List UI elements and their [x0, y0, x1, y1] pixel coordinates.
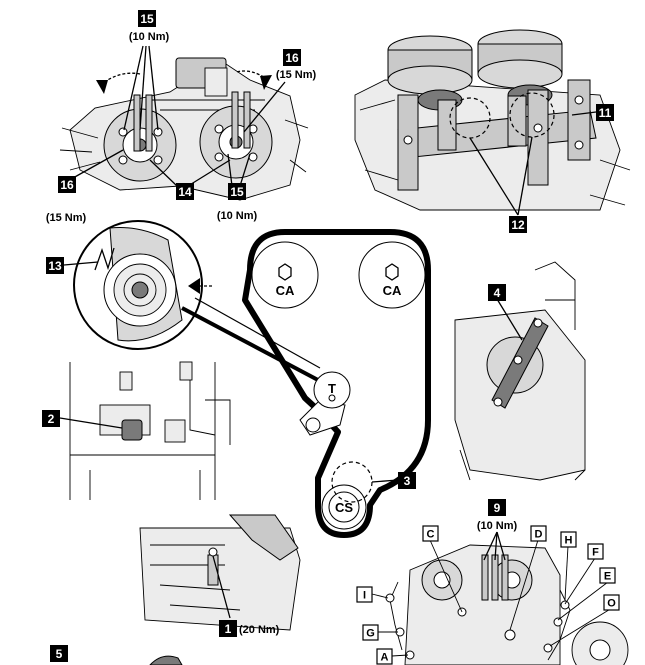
- torque-1: (20 Nm): [239, 624, 280, 636]
- tag-o: O: [607, 598, 616, 610]
- tag-g: G: [366, 628, 375, 640]
- component-1-view: 1 (20 Nm): [139, 514, 301, 637]
- tag-e: E: [604, 571, 611, 583]
- tag-d: D: [535, 529, 543, 541]
- callout-14: 14: [178, 185, 192, 199]
- cam-pulley-left-label: CA: [276, 283, 295, 298]
- component-9-view: 9 (10 Nm) C D H F E O I G A: [356, 499, 629, 665]
- callout-3: 3: [404, 474, 411, 488]
- component-5-view: 5: [50, 645, 183, 665]
- component-2-view: 2: [42, 361, 231, 500]
- callout-16-right: 16: [285, 51, 299, 65]
- callout-12: 12: [511, 218, 525, 232]
- tag-f: F: [592, 547, 599, 559]
- callout-1: 1: [225, 622, 232, 636]
- callout-16-left: 16: [60, 178, 74, 192]
- tag-a: A: [381, 652, 389, 664]
- belt-routing: CA CA T CS 3: [242, 229, 431, 538]
- cam-pulley-right-label: CA: [383, 283, 402, 298]
- tensioner-detail-magnifier: 13: [46, 220, 321, 382]
- torque-9: (10 Nm): [477, 520, 518, 532]
- torque-16-right: (15 Nm): [276, 69, 317, 81]
- callout-5: 5: [56, 647, 63, 661]
- callout-13: 13: [48, 259, 62, 273]
- torque-16-left: (15 Nm): [46, 212, 87, 224]
- torque-15-top: (10 Nm): [129, 31, 170, 43]
- torque-15-bottom: (10 Nm): [217, 210, 258, 222]
- callout-4: 4: [494, 286, 501, 300]
- tag-c: C: [427, 529, 435, 541]
- tensioner-label: T: [328, 381, 336, 396]
- tag-i: I: [363, 590, 366, 602]
- callout-9: 9: [494, 501, 501, 515]
- crank-pulley-label: CS: [335, 500, 353, 515]
- camshaft-locking-tool-view: 12 11: [354, 29, 631, 233]
- cam-sprocket-locking-view: 15 (10 Nm) 16 (15 Nm) 16 (15 Nm) 14 15 (…: [46, 10, 317, 224]
- callout-11: 11: [599, 106, 612, 120]
- callout-15-bottom: 15: [230, 185, 244, 199]
- tag-h: H: [565, 535, 573, 547]
- callout-2: 2: [48, 412, 55, 426]
- callout-15-top: 15: [140, 12, 154, 26]
- component-4-view: 4: [454, 261, 586, 481]
